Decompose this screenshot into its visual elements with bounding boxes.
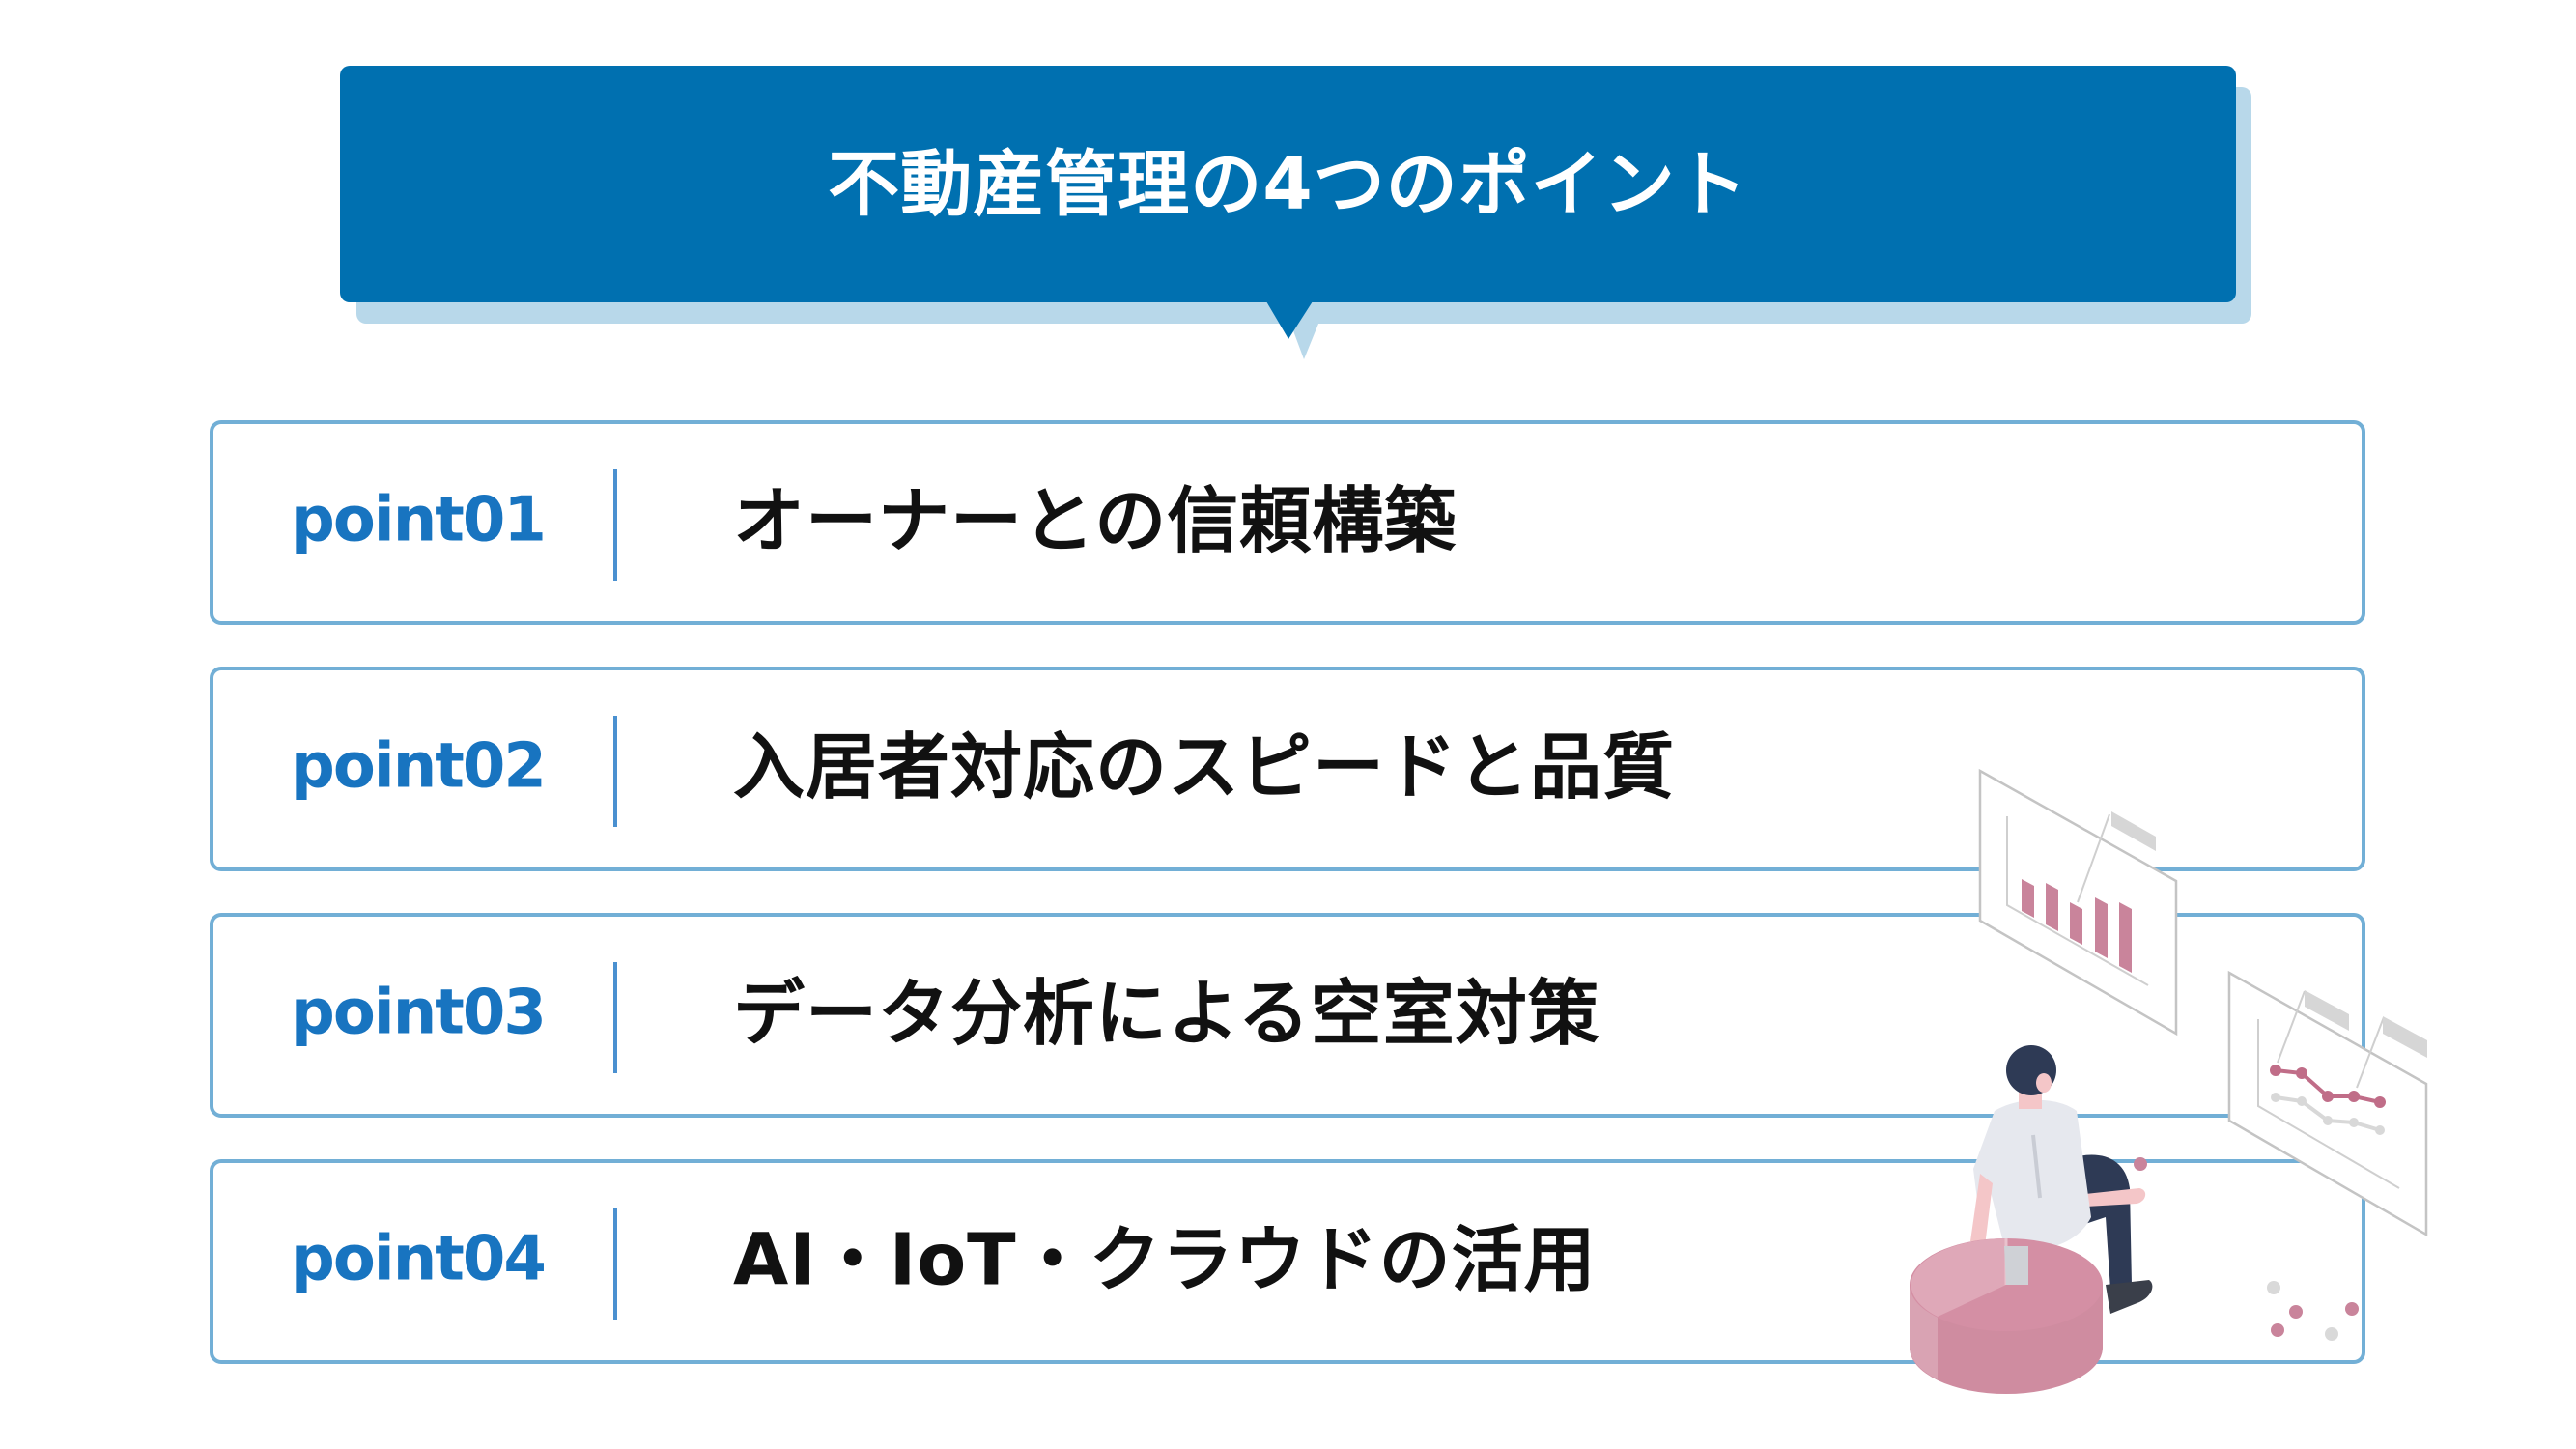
point-label: point02	[291, 730, 547, 803]
point-label: point04	[291, 1223, 547, 1295]
point-card-1: point01 オーナーとの信頼構築	[210, 420, 2365, 625]
card-divider	[613, 716, 617, 827]
point-label: point01	[291, 484, 547, 556]
point-text: 入居者対応のスピードと品質	[733, 725, 1675, 810]
point-text: データ分析による空室対策	[733, 972, 1600, 1056]
header-banner: 不動産管理の4つのポイント	[340, 66, 2236, 302]
point-card-3: point03 データ分析による空室対策	[210, 913, 2365, 1118]
page-title: 不動産管理の4つのポイント	[828, 142, 1748, 226]
point-text: AI・IoT・クラウドの活用	[733, 1218, 1597, 1302]
point-label: point03	[291, 977, 547, 1049]
card-divider	[613, 962, 617, 1073]
point-card-4: point04 AI・IoT・クラウドの活用	[210, 1159, 2365, 1364]
card-divider	[613, 469, 617, 581]
card-divider	[613, 1208, 617, 1320]
point-card-2: point02 入居者対応のスピードと品質	[210, 667, 2365, 871]
point-text: オーナーとの信頼構築	[733, 479, 1458, 563]
header-pointer	[1266, 301, 1327, 359]
